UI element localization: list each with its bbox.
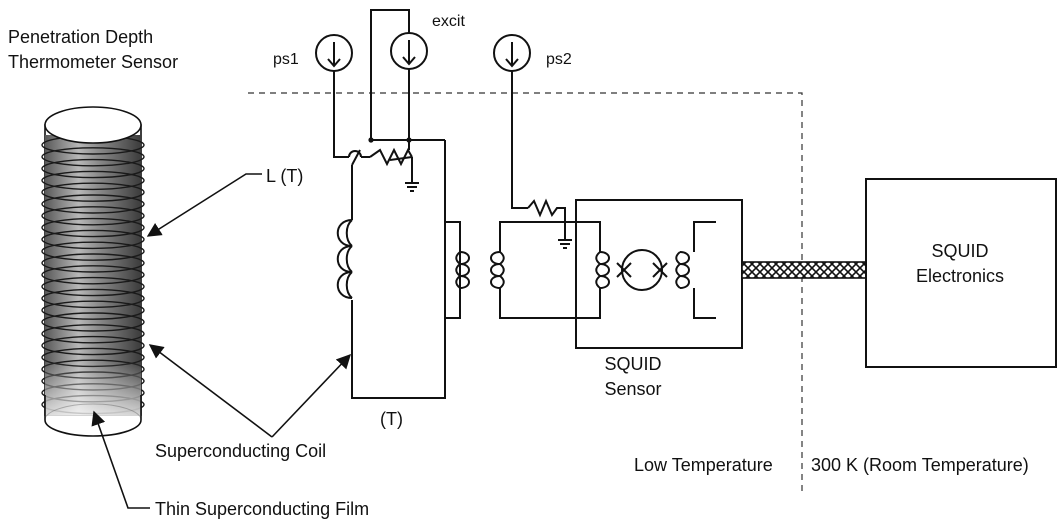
sensor-title-line2: Thermometer Sensor — [8, 52, 178, 72]
thin-film-pointer — [91, 410, 150, 509]
transformer-one — [444, 221, 505, 319]
superconducting-coil-label: Superconducting Coil — [155, 441, 326, 461]
low-temperature-label: Low Temperature — [634, 455, 773, 475]
junction-dots — [368, 137, 412, 143]
inductance-pointer — [146, 173, 262, 237]
squid-electronics-label-line1: SQUID — [931, 241, 988, 261]
low-temperature-boundary — [248, 92, 803, 491]
temperature-tag: (T) — [380, 409, 403, 429]
circuit-wires — [333, 9, 572, 399]
room-temperature-label: 300 K (Room Temperature) — [811, 455, 1029, 475]
squid-electronics-label-line2: Electronics — [916, 266, 1004, 286]
excit-label: excit — [432, 13, 465, 30]
thin-film-label: Thin Superconducting Film — [155, 499, 369, 519]
excit-current-source — [390, 32, 428, 70]
ps1-current-source — [315, 34, 353, 72]
squid-sensor-label-line2: Sensor — [604, 379, 661, 399]
ps1-label: ps1 — [273, 51, 299, 68]
squid-cable — [741, 261, 867, 279]
squid-input-loop — [499, 221, 610, 319]
coil-pointer-right — [271, 353, 351, 438]
ps2-current-source — [493, 34, 531, 72]
inductance-label: L (T) — [266, 166, 303, 186]
squid-sensor-label-line1: SQUID — [604, 354, 661, 374]
squid-electronics-box — [865, 178, 1057, 368]
coil-pointer-left — [148, 344, 273, 438]
ps2-label: ps2 — [546, 51, 572, 68]
sensor-title-line1: Penetration Depth — [8, 27, 153, 47]
sensor-cylinder — [41, 106, 145, 437]
superconducting-coil-inductor — [336, 219, 353, 299]
